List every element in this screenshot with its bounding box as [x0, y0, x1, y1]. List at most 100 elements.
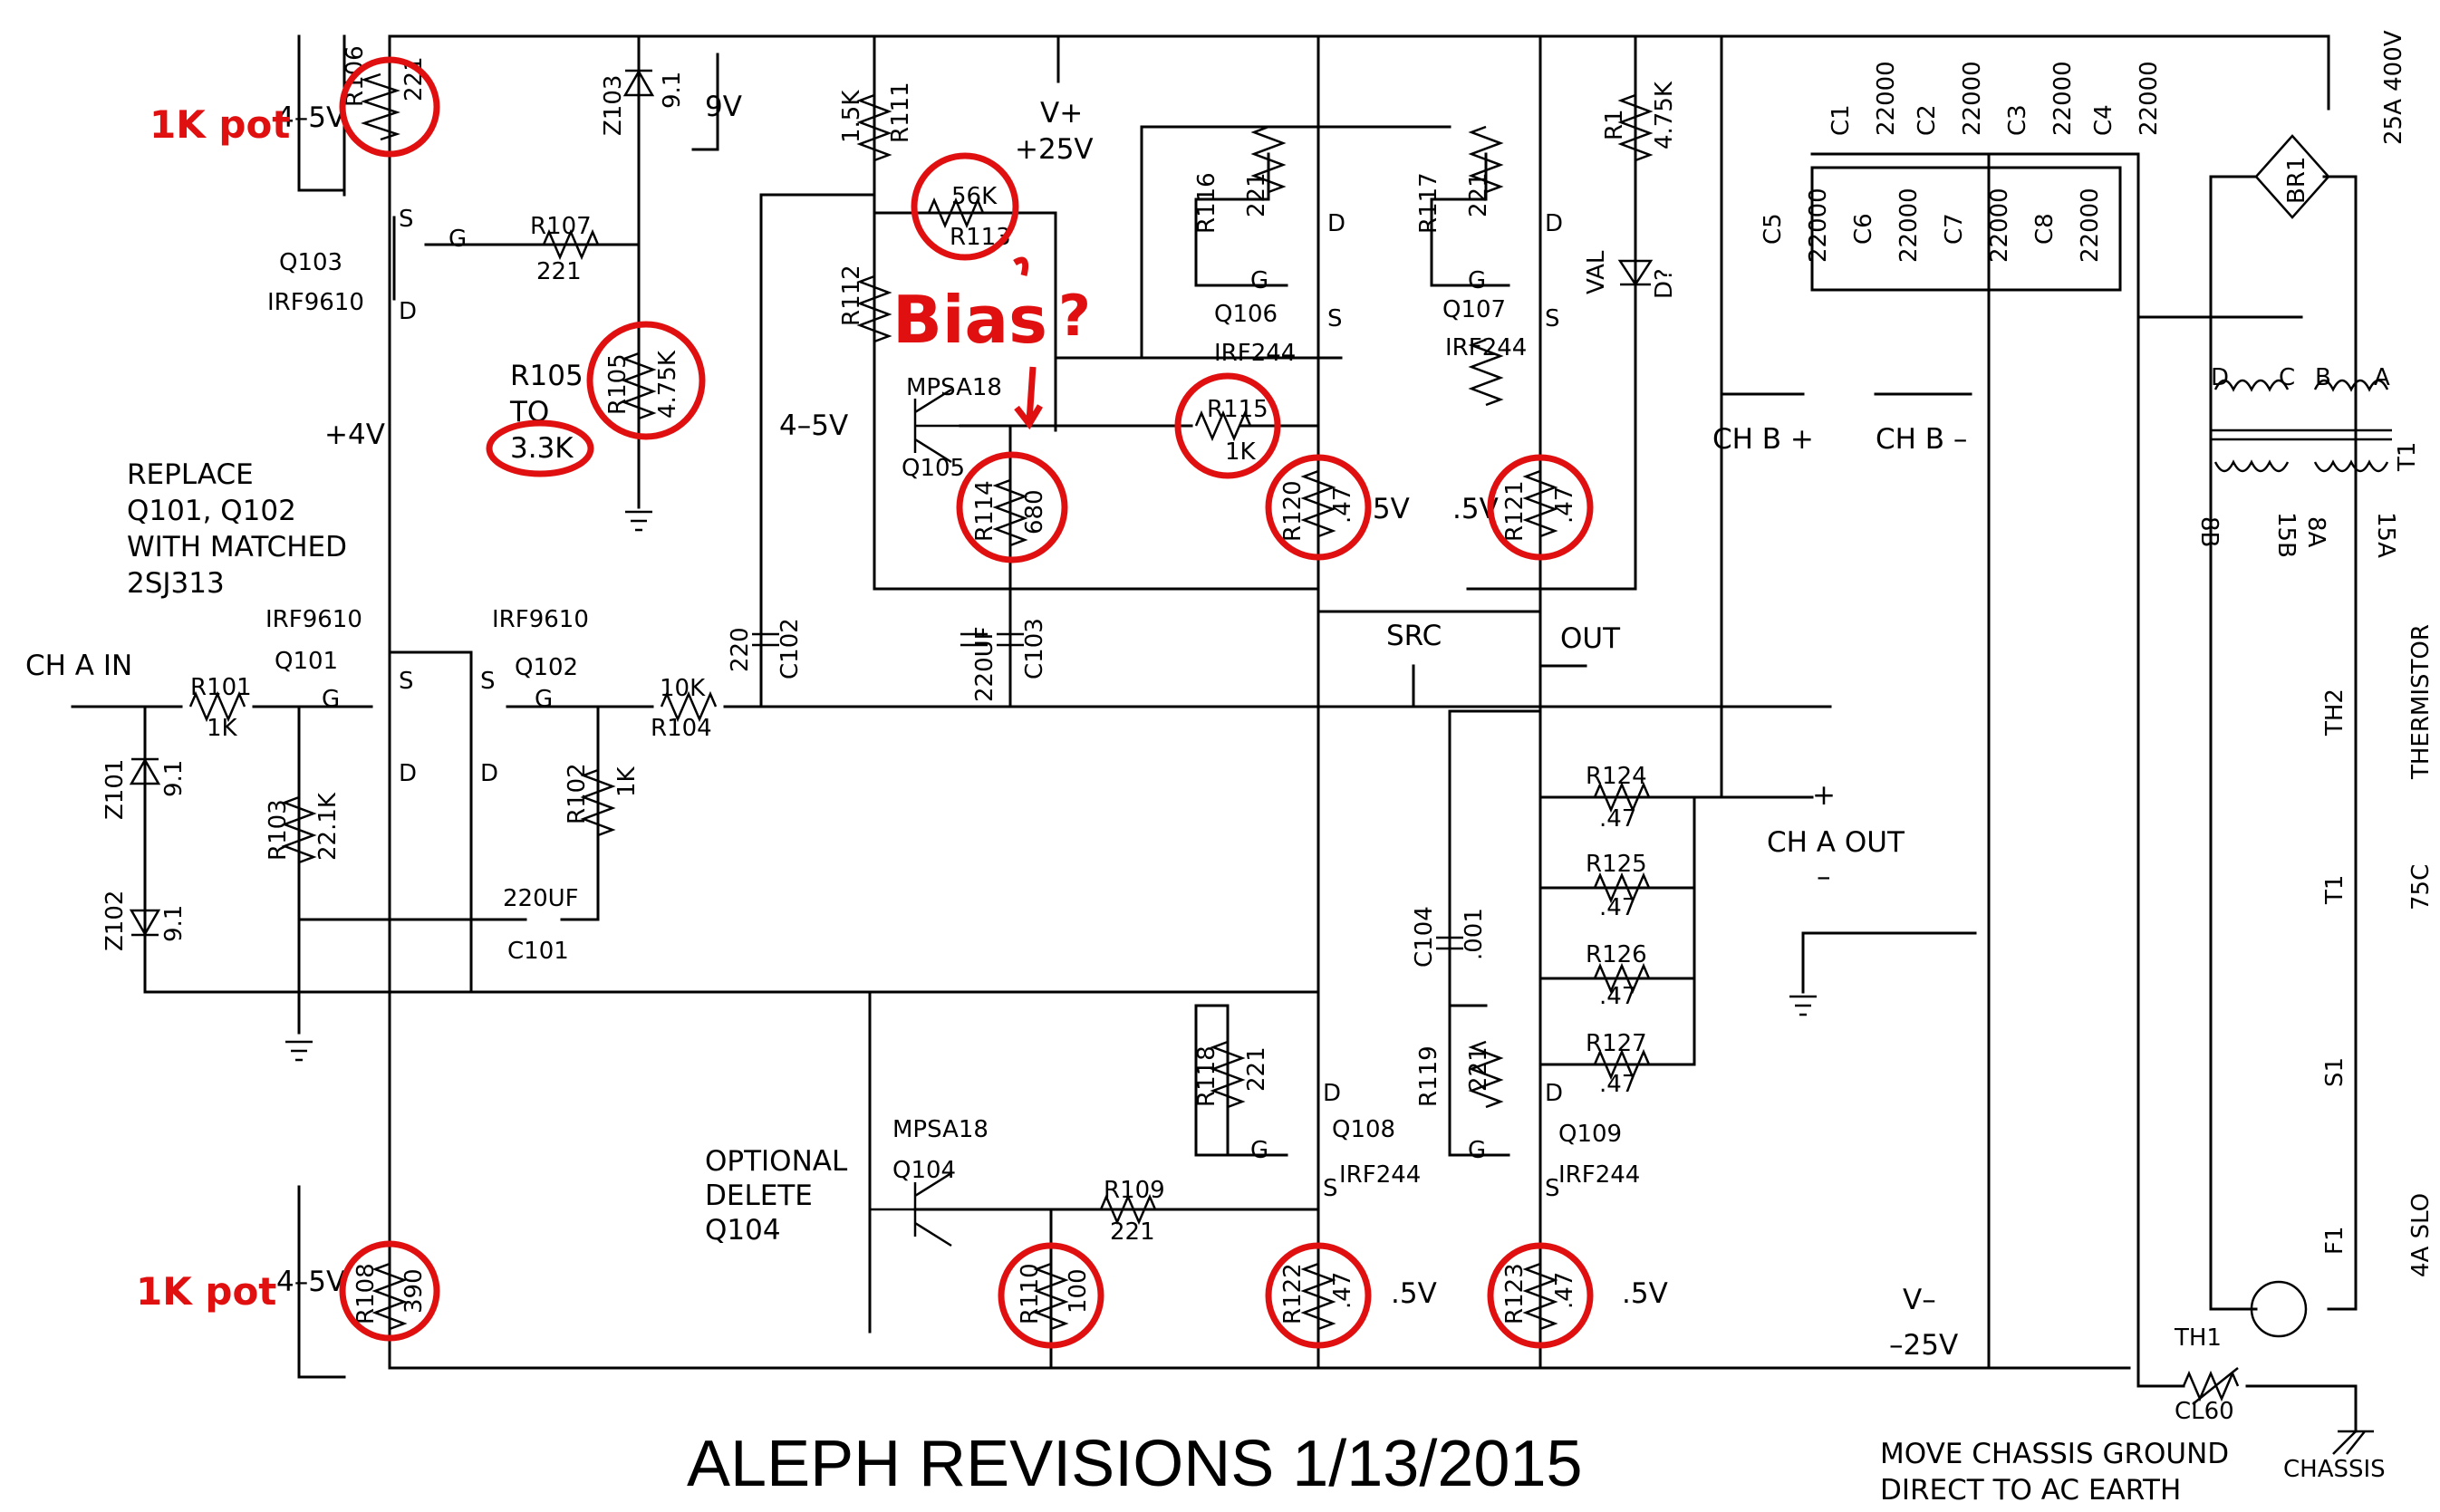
c8-val: 22000 [2077, 188, 2104, 263]
c3-ref: C3 [2004, 104, 2031, 136]
q102-pin-s: S [480, 668, 496, 695]
q105-ref: Q105 [902, 455, 965, 482]
z102-val: 9.1 [160, 905, 188, 942]
ch-b-plus-label: CH B + [1712, 423, 1814, 456]
z103-zener [622, 69, 655, 97]
plus4v-label: +4V [324, 419, 385, 451]
r122-val: .47 [1329, 1272, 1356, 1309]
r116-ref: R116 [1193, 172, 1220, 234]
r116-resistor-body [1250, 125, 1287, 194]
r106-resistor [361, 72, 400, 141]
r107-resistor [542, 228, 600, 261]
ground-icon-input [285, 1040, 313, 1062]
q109-pin-s: S [1545, 1175, 1560, 1202]
vplus-label: V+ [1040, 97, 1083, 130]
q109-type: IRF244 [1558, 1161, 1640, 1189]
r105-ref: R105 [604, 353, 632, 415]
t1-pin-15b: 15B [2272, 512, 2300, 558]
t1-pin-8b: 8B [2195, 516, 2223, 547]
r108-resistor [371, 1262, 408, 1331]
th1-val: CL60 [2175, 1398, 2234, 1425]
r109-val: 221 [1110, 1218, 1155, 1246]
r120-ref: R120 [1279, 480, 1307, 542]
r113-val: 56K [951, 183, 998, 210]
r101-ref: R101 [190, 674, 252, 701]
optional-delete-line3: Q104 [705, 1214, 781, 1247]
r109-ref: R109 [1104, 1177, 1165, 1204]
r102-ref: R102 [564, 763, 591, 824]
t1-pin-d: D [2211, 364, 2229, 391]
bias-stage [873, 34, 1637, 708]
c8-ref: C8 [2031, 213, 2059, 245]
r117-resistor [1468, 125, 1504, 194]
replace-note-line3: WITH MATCHED [127, 531, 347, 563]
c102-val: 220 [727, 627, 754, 672]
bias-note: Bias [892, 282, 1047, 358]
r114-val: 680 [1021, 489, 1048, 534]
q101-pin-s: S [399, 668, 414, 695]
q105-transistor [913, 388, 960, 464]
c103-ref: C103 [1021, 618, 1048, 679]
z102-ref: Z102 [101, 891, 129, 951]
q101-type: IRF9610 [265, 606, 362, 633]
r121-resistor [1522, 469, 1558, 538]
rails [388, 34, 2330, 1370]
r112-resistor [856, 274, 892, 343]
q106-pin-g: G [1250, 267, 1268, 294]
q109-pin-d: D [1545, 1080, 1563, 1107]
c102-capacitor [752, 632, 779, 647]
r119-resistor [1468, 1040, 1504, 1109]
t1-switch-ref: T1 [2321, 875, 2348, 905]
q102-ref: Q102 [515, 654, 578, 681]
r123-val: .47 [1551, 1272, 1578, 1309]
ch-a-in-label: CH A IN [25, 650, 132, 682]
q106-ref: Q106 [1214, 301, 1278, 328]
r120-val: .47 [1329, 486, 1356, 524]
r112-ref: R112 [838, 265, 865, 326]
z101-val: 9.1 [160, 760, 188, 797]
ac-inlet-icon [2250, 1280, 2308, 1338]
r102-val: 1K [613, 766, 641, 797]
v45-bottom-label: 4–5V [276, 1266, 345, 1298]
q104-type: MPSA18 [892, 1116, 989, 1143]
q103-pin-g: G [448, 226, 467, 253]
r126-ref: R126 [1586, 941, 1647, 968]
c6-val: 22000 [1895, 188, 1923, 263]
r114-resistor [992, 478, 1028, 547]
t1-pin-8a: 8A [2302, 516, 2329, 548]
r122-resistor [1300, 1262, 1336, 1331]
c2-ref: C2 [1914, 104, 1941, 136]
f1-ref: F1 [2321, 1227, 2348, 1256]
led-val: D? [1651, 268, 1678, 299]
v5-label-r122: .5V [1391, 1277, 1437, 1310]
t1-pin-b: B [2315, 364, 2331, 391]
q101-ref: Q101 [275, 648, 338, 675]
v5-label-r120: .5V [1364, 493, 1410, 525]
r127-val: .47 [1599, 1071, 1636, 1098]
r111-val: 1.5K [838, 90, 865, 143]
ground-icon [625, 510, 652, 532]
c4-ref: C4 [2090, 104, 2117, 136]
out-minus-label: – [1817, 861, 1831, 893]
th1-thermistor [2182, 1367, 2240, 1405]
t1-pin-a: A [2374, 364, 2390, 391]
v9-label: 9V [705, 91, 742, 123]
z103-val: 9.1 [659, 72, 686, 109]
r119-ref: R119 [1415, 1045, 1442, 1107]
r124-ref: R124 [1586, 763, 1647, 790]
replace-note-line1: REPLACE [127, 458, 254, 491]
q105-type: MPSA18 [906, 374, 1002, 401]
q106-type: IRF244 [1214, 340, 1296, 367]
ch-b-minus-label: CH B – [1876, 423, 1967, 456]
q107-pin-d: D [1545, 210, 1563, 237]
c102-ref: C102 [776, 618, 804, 679]
bias-question: ? [1058, 283, 1091, 349]
q106-pin-d: D [1327, 210, 1345, 237]
t1-switch-val: 75C [2407, 864, 2435, 910]
r105-val: 4.75K [654, 350, 681, 419]
q108-pin-d: D [1323, 1080, 1341, 1107]
q107-pin-s: S [1545, 305, 1560, 332]
output-bottom [388, 990, 1510, 1370]
r123-ref: R123 [1501, 1263, 1529, 1324]
